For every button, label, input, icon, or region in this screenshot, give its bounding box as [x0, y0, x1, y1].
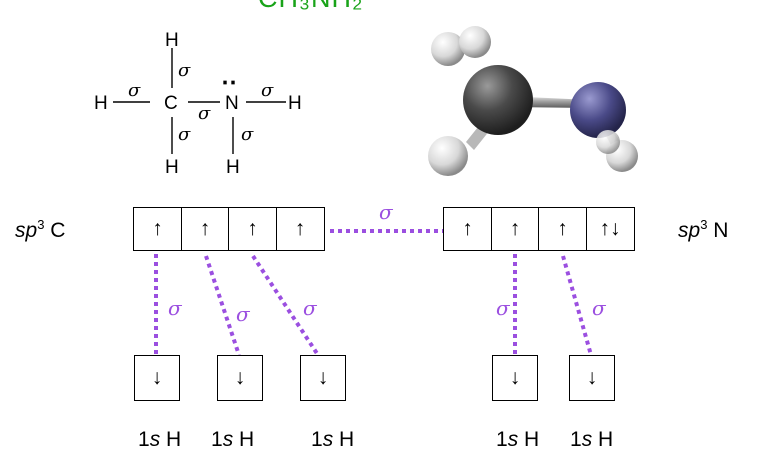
carbon-orbital: ↑ — [275, 207, 325, 251]
nitrogen-orbital: ↑ — [490, 207, 540, 251]
atom-h-right: H — [288, 93, 302, 114]
nitrogen-orbital: ↑ — [538, 207, 587, 251]
atom-n: N — [225, 93, 239, 114]
hydrogen-label: 1s H — [496, 428, 540, 451]
sigma-c-h-bottom: σ — [178, 124, 191, 145]
nitrogen-orbital: ↑ — [443, 207, 492, 251]
carbon-orbital: ↑ — [133, 207, 182, 251]
sigma-c-n: σ — [198, 103, 211, 124]
lone-pair: ‥ — [221, 63, 237, 90]
sigma-label-c-h3: σ — [303, 296, 317, 320]
hydrogen-orbital: ↓ — [134, 355, 180, 401]
page-title: CH₃NH₂ — [258, 0, 363, 12]
sp3-carbon-label: sp3 C — [15, 217, 66, 242]
atom-h-bottom-c: H — [165, 157, 179, 178]
sigma-label-n-h2: σ — [592, 296, 606, 320]
carbon-orbital: ↑ — [228, 207, 277, 251]
sigma-n-h: σ — [261, 80, 274, 101]
hydrogen-orbital: ↓ — [569, 355, 615, 401]
hydrogen-label: 1s H — [211, 428, 255, 451]
sigma-label-c-h2: σ — [236, 302, 250, 326]
sigma-n-h-bottom: σ — [241, 124, 254, 145]
sigma-label-c-n: σ — [379, 200, 393, 224]
hydrogen-orbital: ↓ — [217, 355, 263, 401]
sp3-nitrogen-label: sp3 N — [678, 217, 729, 242]
atom-c: C — [164, 93, 178, 114]
carbon-orbital: ↑ — [180, 207, 230, 251]
sigma-label-c-h1: σ — [168, 296, 182, 320]
hydrogen-orbital: ↓ — [492, 355, 538, 401]
hydrogen-atom — [596, 130, 620, 154]
lewis-structure: H H C N H H H ‥ σ σ σ σ σ σ — [94, 30, 302, 178]
sigma-c-h-top: σ — [178, 60, 191, 81]
carbon-orbital-row: ↑ ↑ ↑ ↑ — [133, 207, 325, 251]
molecule-3d-model — [428, 26, 638, 176]
atom-h-top: H — [165, 30, 179, 51]
hydrogen-label: 1s H — [311, 428, 355, 451]
sigma-h-c: σ — [128, 80, 141, 101]
sigma-line-n-h2 — [561, 255, 593, 356]
hydrogen-label: 1s H — [570, 428, 614, 451]
hydrogen-label: 1s H — [138, 428, 182, 451]
hydrogen-orbital: ↓ — [300, 355, 346, 401]
nitrogen-atom — [570, 82, 626, 138]
sigma-label-n-h1: σ — [496, 296, 510, 320]
hydrogen-atom — [428, 136, 468, 176]
carbon-atom — [463, 65, 533, 135]
atom-h-bottom-n: H — [226, 157, 240, 178]
nitrogen-orbital-row: ↑ ↑ ↑ ↑↓ — [443, 207, 635, 251]
nitrogen-orbital: ↑↓ — [585, 207, 635, 251]
title-clip: CH₃NH₂ — [0, 0, 761, 12]
atom-h-left: H — [94, 93, 108, 114]
sigma-line-c-h2 — [204, 255, 241, 356]
hydrogen-atom — [431, 32, 465, 66]
sigma-line-c-h3 — [251, 254, 320, 357]
hydrogen-atom — [459, 26, 491, 58]
